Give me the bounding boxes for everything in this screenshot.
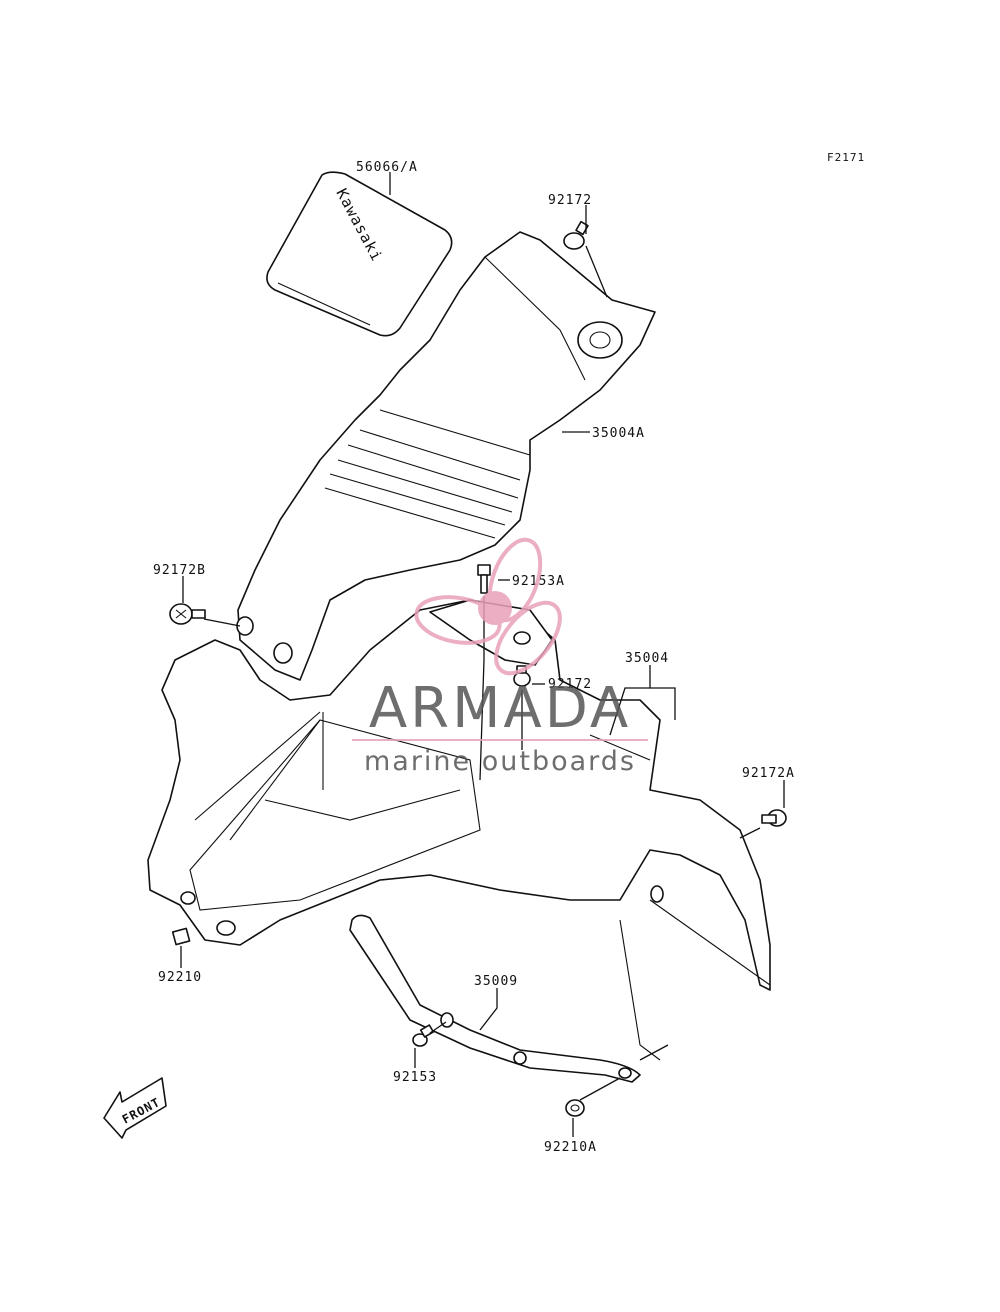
upper-fender-35004a[interactable] <box>236 231 656 681</box>
callout-92210[interactable]: 92210 <box>158 970 202 985</box>
callout-92210a[interactable]: 92210A <box>544 1140 597 1155</box>
callout-35004a[interactable]: 35004A <box>592 426 645 441</box>
callout-92172a[interactable]: 92172A <box>742 766 795 781</box>
propeller-logo-icon <box>414 537 562 676</box>
callout-92172-top[interactable]: 92172 <box>548 193 592 208</box>
nut-92210a[interactable] <box>565 1099 585 1117</box>
bolt-92172a[interactable] <box>761 809 787 827</box>
callout-92172b[interactable]: 92172B <box>153 563 206 578</box>
main-fender-35004[interactable] <box>147 599 771 1061</box>
watermark: ARMADA marine outboards <box>352 537 648 777</box>
decal-56066a[interactable]: Kawasaki <box>266 171 453 337</box>
callout-56066a[interactable]: 56066/A <box>356 160 418 175</box>
bolt-92172-top[interactable] <box>563 220 589 250</box>
watermark-brand: ARMADA <box>369 676 631 741</box>
callout-92153[interactable]: 92153 <box>393 1070 437 1085</box>
watermark-tagline: marine outboards <box>364 746 636 777</box>
figure-code: F2171 <box>827 151 865 164</box>
callout-35004[interactable]: 35004 <box>625 651 669 666</box>
callout-92172-mid[interactable]: 92172 <box>548 677 592 692</box>
bolt-92153[interactable] <box>412 1024 435 1047</box>
callout-35009[interactable]: 35009 <box>474 974 518 989</box>
bolt-92172b[interactable] <box>169 603 206 625</box>
front-arrow-icon: FRONT <box>103 1077 167 1139</box>
brace-35009[interactable] <box>349 914 641 1083</box>
nut-92210[interactable] <box>171 927 191 946</box>
bolt-92153a[interactable] <box>477 564 491 594</box>
